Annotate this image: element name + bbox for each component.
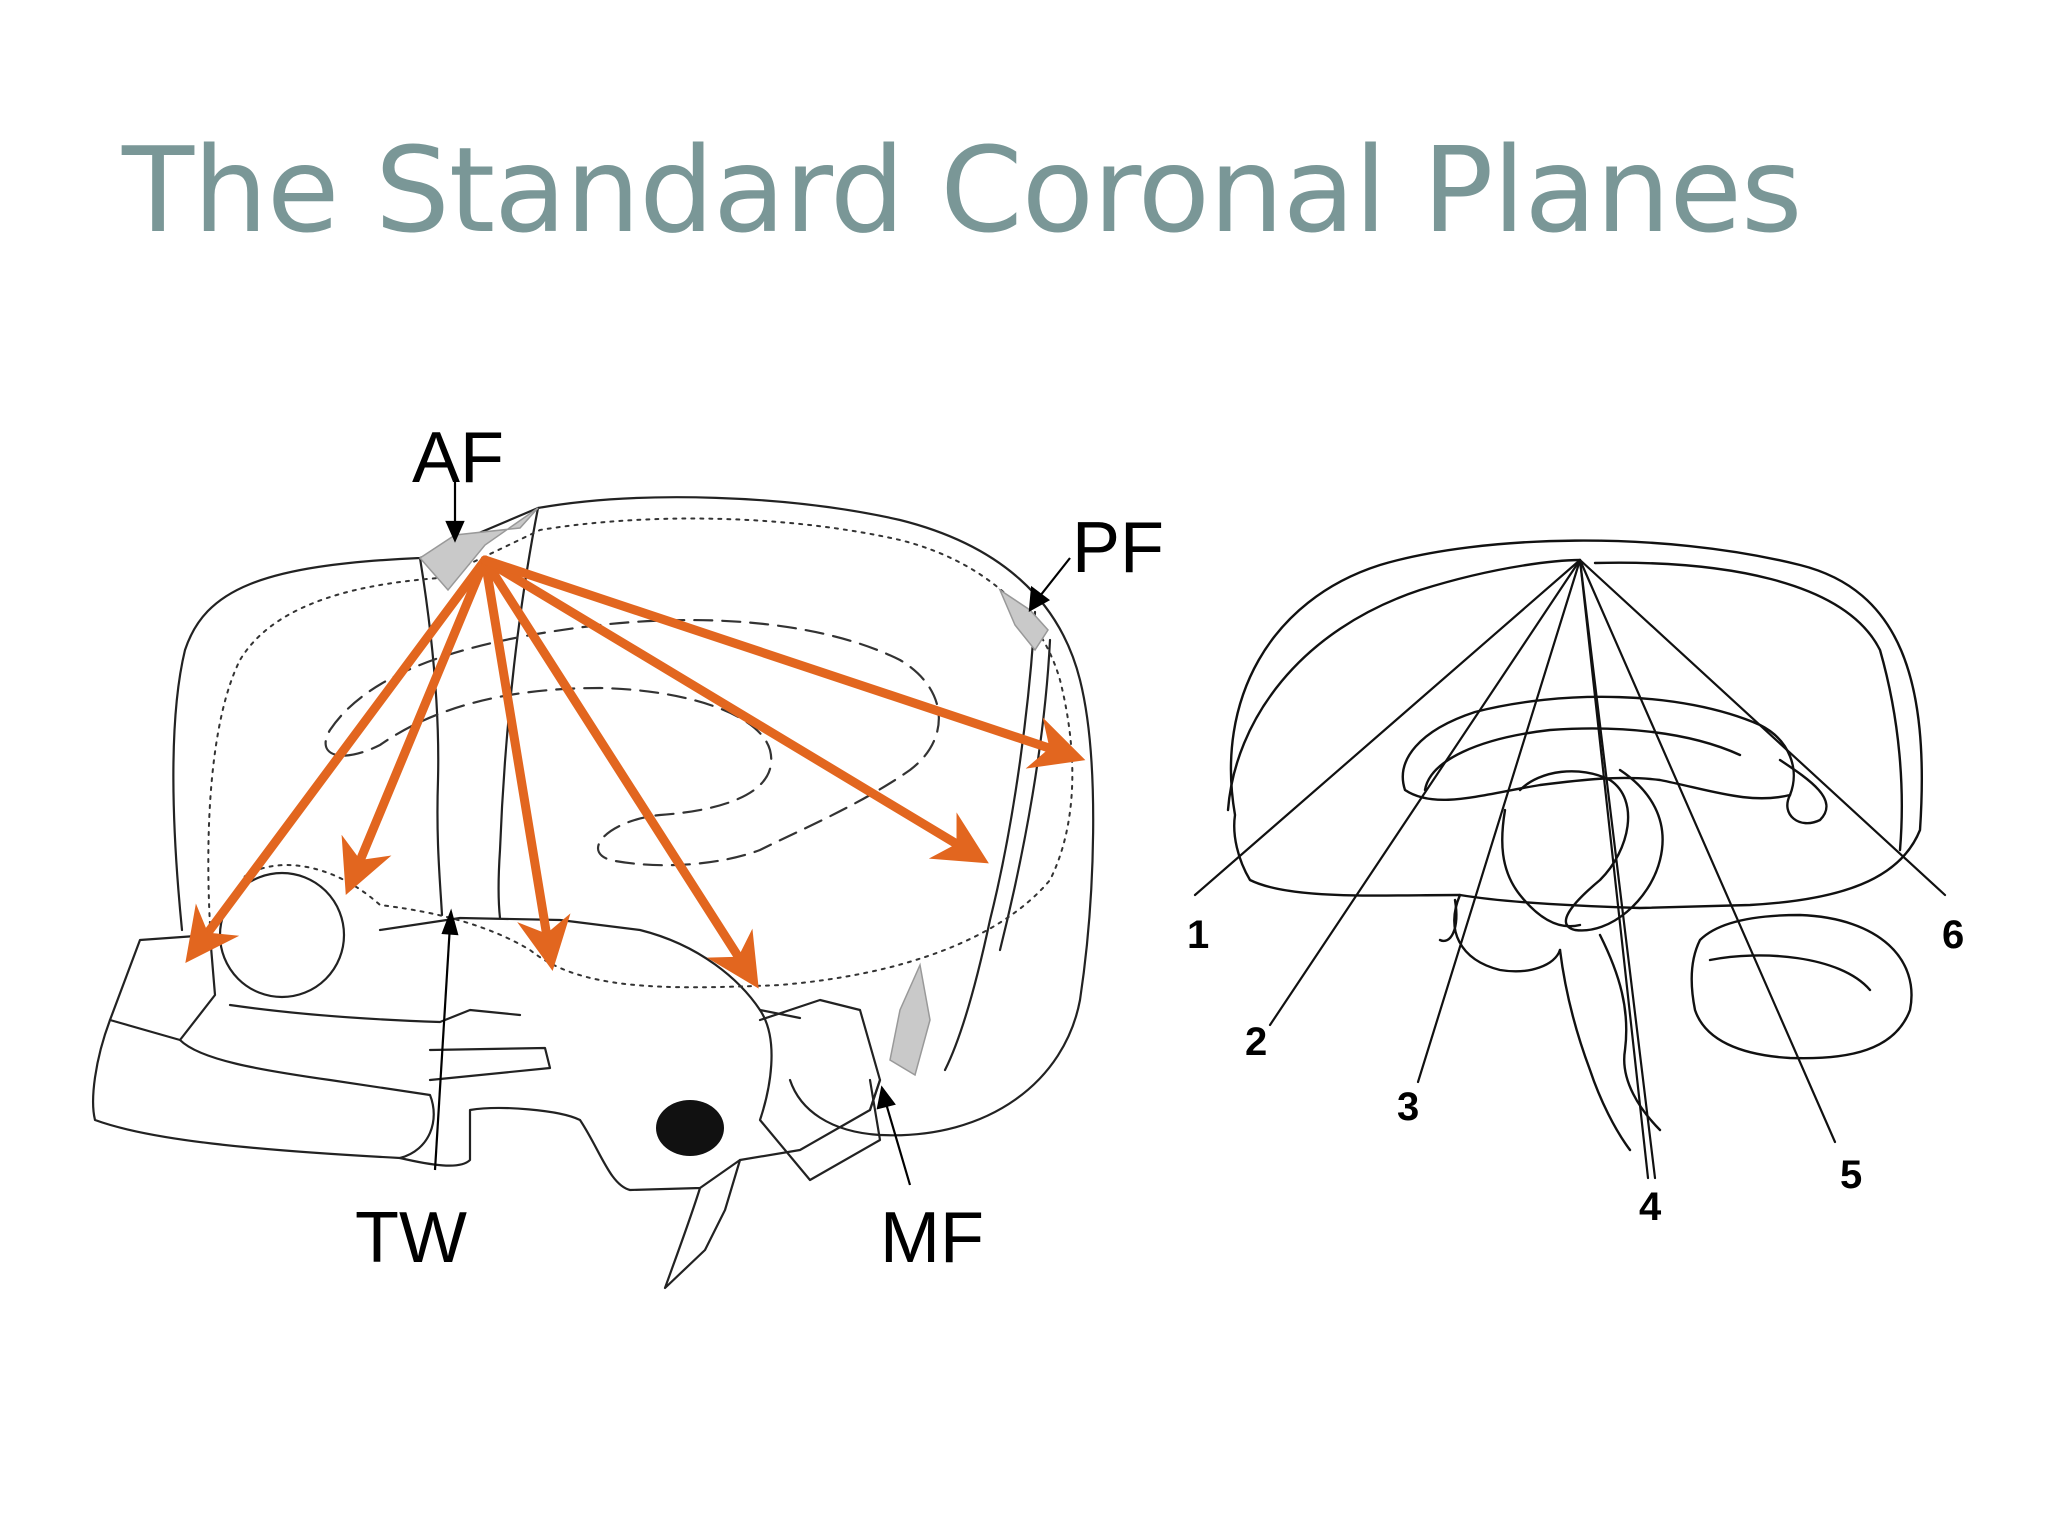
- brain-diagram: [1226, 539, 1923, 1152]
- zygomatic-arch: [228, 1003, 522, 1024]
- frontal-base: [1453, 893, 1562, 973]
- label-af: AF: [412, 418, 504, 498]
- plane-line-1: [1193, 558, 1582, 897]
- plane-arrow-4: [480, 555, 759, 989]
- plane-arrow-1: [185, 555, 490, 963]
- maxilla: [92, 1018, 435, 1160]
- occipital-inner-contour: [1593, 561, 1903, 852]
- plane-lines: [1193, 558, 1947, 1180]
- label-tw: TW: [355, 1198, 467, 1278]
- lambdoid-suture: [998, 638, 1052, 952]
- plane-line-2: [1268, 558, 1582, 1027]
- zygomatic-lower: [428, 1046, 552, 1082]
- skull-base: [398, 1078, 882, 1192]
- brainstem-front: [1558, 948, 1632, 1152]
- plane-label-3: 3: [1397, 1085, 1419, 1129]
- plane-label-5: 5: [1840, 1153, 1862, 1197]
- plane-label-2: 2: [1245, 1020, 1267, 1064]
- label-mf: MF: [880, 1198, 984, 1278]
- plane-arrow-2: [341, 555, 490, 895]
- ventricle-dashed-outline: [324, 618, 940, 867]
- fontanelles: [418, 507, 1049, 1077]
- mastoid-fontanelle: [889, 962, 931, 1077]
- hemisphere-outline: [1229, 539, 1923, 910]
- plane-label-1: 1: [1187, 913, 1209, 957]
- frontal-suture: [418, 556, 444, 917]
- plane-line-5: [1578, 558, 1837, 1144]
- plane-label-6: 6: [1942, 913, 1964, 957]
- pituitary: [1438, 898, 1458, 943]
- corpus-callosum: [1401, 695, 1795, 802]
- frontal-inner-contour: [1226, 558, 1582, 812]
- mastoid: [758, 1008, 882, 1182]
- occipital-plate: [758, 998, 882, 1112]
- occipital-suture: [943, 610, 1037, 1072]
- temporal-squama: [378, 916, 802, 1020]
- ear-canal: [656, 1100, 724, 1156]
- coronal-plane-arrows: [185, 555, 1086, 989]
- plane-line-6: [1578, 558, 1947, 897]
- plane-line-3: [1416, 558, 1582, 1084]
- plane-arrow-3: [480, 555, 571, 971]
- fornix: [1518, 768, 1664, 932]
- plane-arrow-6: [480, 555, 1086, 769]
- plane-line-4b: [1578, 558, 1657, 1180]
- pointer-arrows: [433, 478, 1071, 1186]
- cranium-outline: [172, 496, 1095, 1137]
- occipital-notch: [1778, 758, 1828, 825]
- thalamus: [1501, 808, 1582, 928]
- cerebellum-inner: [1708, 954, 1872, 992]
- plane-line-4a: [1578, 558, 1650, 1180]
- posterior-fontanelle: [998, 587, 1049, 652]
- label-pf: PF: [1072, 508, 1164, 588]
- styloid-process: [663, 1158, 742, 1290]
- plane-label-4: 4: [1639, 1185, 1662, 1229]
- slide-title: The Standard Coronal Planes: [122, 121, 1803, 259]
- cerebellum: [1690, 913, 1913, 1060]
- plane-arrow-5: [480, 555, 989, 864]
